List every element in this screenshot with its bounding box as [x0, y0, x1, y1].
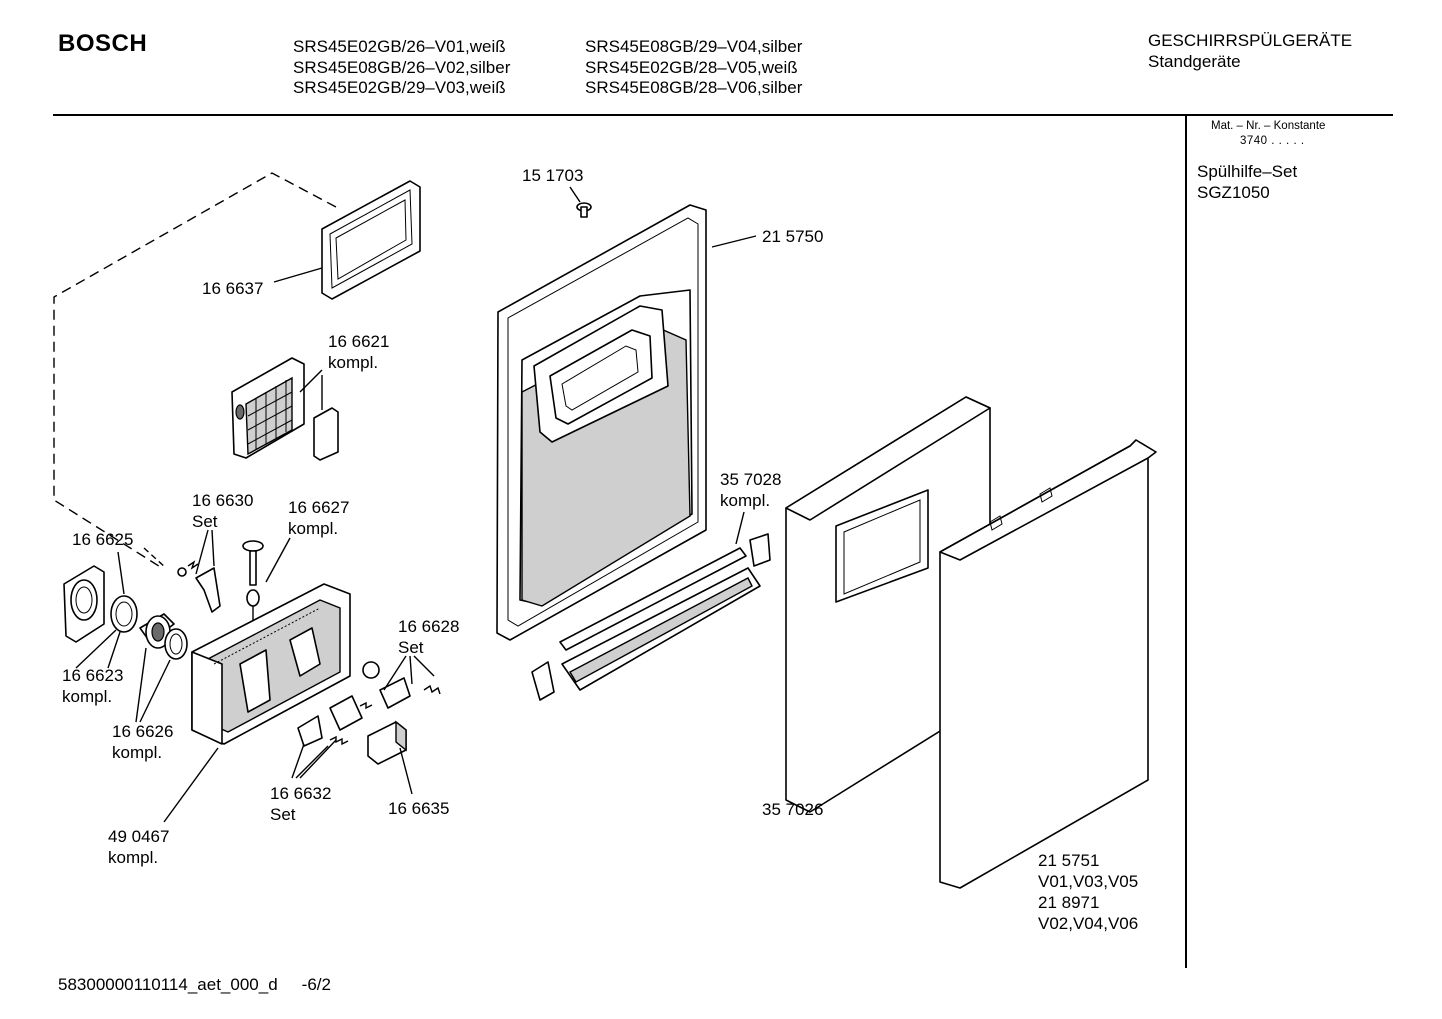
part-number: 21 8971: [1038, 893, 1100, 912]
part-166630-spring-set: [177, 560, 221, 613]
label-357026: 35 7026: [762, 800, 824, 819]
part-note: kompl.: [288, 519, 339, 538]
part-number: 16 6630: [192, 491, 254, 510]
part-166628-lever-set: [362, 661, 441, 709]
part-number: 16 6621: [328, 332, 390, 351]
part-166637-gasket-frame: [321, 180, 421, 300]
label-166627: 16 6627 kompl.: [288, 497, 349, 539]
part-number: 21 5751: [1038, 851, 1100, 870]
part-357026-door-front: [785, 396, 991, 813]
label-166621: 16 6621 kompl.: [328, 331, 389, 373]
part-note: V01,V03,V05: [1038, 872, 1139, 891]
part-note: kompl.: [62, 687, 113, 706]
material-number-block: Mat. – Nr. – Konstante 3740 . . . . .: [1211, 119, 1325, 148]
part-number: 16 6628: [398, 617, 460, 636]
part-number: 49 0467: [108, 827, 170, 846]
category-subtitle: Standgeräte: [1148, 52, 1241, 71]
part-215751-outer-panel: [939, 439, 1157, 889]
page-number: -6/2: [301, 975, 331, 994]
label-166623: 16 6623 kompl.: [62, 665, 123, 707]
assembly-dashed-line: [53, 172, 337, 569]
label-166628: 16 6628 Set: [398, 616, 459, 658]
label-151703: 15 1703: [522, 166, 584, 185]
set-block: Spülhilfe–Set SGZ1050: [1197, 161, 1297, 203]
model-item: SRS45E08GB/29–V04,silber: [585, 37, 803, 56]
part-151703-screw: [576, 202, 592, 218]
model-item: SRS45E08GB/28–V06,silber: [585, 78, 803, 97]
sidebar-divider: [1185, 116, 1187, 968]
header-rule: [53, 114, 1393, 116]
label-166625: 16 6625: [72, 530, 134, 549]
part-note: Set: [270, 805, 296, 824]
part-166632-spring-set: [297, 695, 373, 747]
set-code: SGZ1050: [1197, 183, 1270, 202]
label-166632: 16 6632 Set: [270, 783, 331, 825]
label-215750: 21 5750: [762, 227, 824, 246]
model-list-left: SRS45E02GB/26–V01,weiß SRS45E08GB/26–V02…: [293, 37, 510, 99]
part-166623-seal-ring: [110, 595, 138, 633]
label-166635: 16 6635: [388, 799, 450, 818]
part-166621-filter-housing: [231, 357, 339, 461]
label-490467: 49 0467 kompl.: [108, 826, 169, 868]
part-note: kompl.: [108, 848, 159, 867]
label-166626: 16 6626 kompl.: [112, 721, 173, 763]
part-166627-plunger: [242, 540, 264, 622]
part-note: kompl.: [328, 353, 379, 372]
label-166637: 16 6637: [202, 279, 264, 298]
part-note: V02,V04,V06: [1038, 914, 1139, 933]
part-215750-inner-door-panel: [496, 204, 707, 641]
leader-lines: [75, 186, 757, 823]
label-357028: 35 7028 kompl.: [720, 469, 781, 511]
brand-logo: BOSCH: [58, 30, 148, 57]
part-number: 16 6632: [270, 784, 332, 803]
part-note: Set: [398, 638, 424, 657]
part-note: kompl.: [112, 743, 163, 762]
label-166630: 16 6630 Set: [192, 490, 253, 532]
part-166626-nozzle: [139, 613, 188, 660]
part-166635-micro-switch: [367, 720, 407, 765]
material-number-header: Mat. – Nr. – Konstante: [1211, 120, 1326, 132]
set-name: Spülhilfe–Set: [1197, 162, 1298, 181]
part-490467-dispenser-housing: [191, 583, 351, 745]
model-item: SRS45E08GB/26–V02,silber: [293, 57, 511, 77]
model-item: SRS45E02GB/26–V01,weiß: [293, 37, 506, 56]
category-block: GESCHIRRSPÜLGERÄTE Standgeräte: [1148, 30, 1352, 72]
document-id: 58300000110114_aet_000_d: [58, 975, 278, 994]
part-357028-hinge-strip: [531, 533, 771, 701]
model-item: SRS45E02GB/29–V03,weiß: [293, 78, 506, 97]
label-215751-218971: 21 5751 V01,V03,V05 21 8971 V02,V04,V06: [1038, 850, 1138, 934]
model-item: SRS45E02GB/28–V05,weiß: [585, 57, 798, 77]
part-166625-cover-plate: [63, 565, 105, 643]
material-constant: 3740 . . . . .: [1240, 134, 1305, 147]
part-note: kompl.: [720, 491, 771, 510]
part-number: 16 6623: [62, 666, 124, 685]
category-title: GESCHIRRSPÜLGERÄTE: [1148, 31, 1353, 50]
part-number: 16 6627: [288, 498, 350, 517]
part-number: 16 6626: [112, 722, 174, 741]
footer: 58300000110114_aet_000_d -6/2: [58, 975, 331, 995]
part-number: 35 7028: [720, 470, 782, 489]
part-note: Set: [192, 512, 218, 531]
model-list-right: SRS45E08GB/29–V04,silber SRS45E02GB/28–V…: [585, 37, 802, 99]
